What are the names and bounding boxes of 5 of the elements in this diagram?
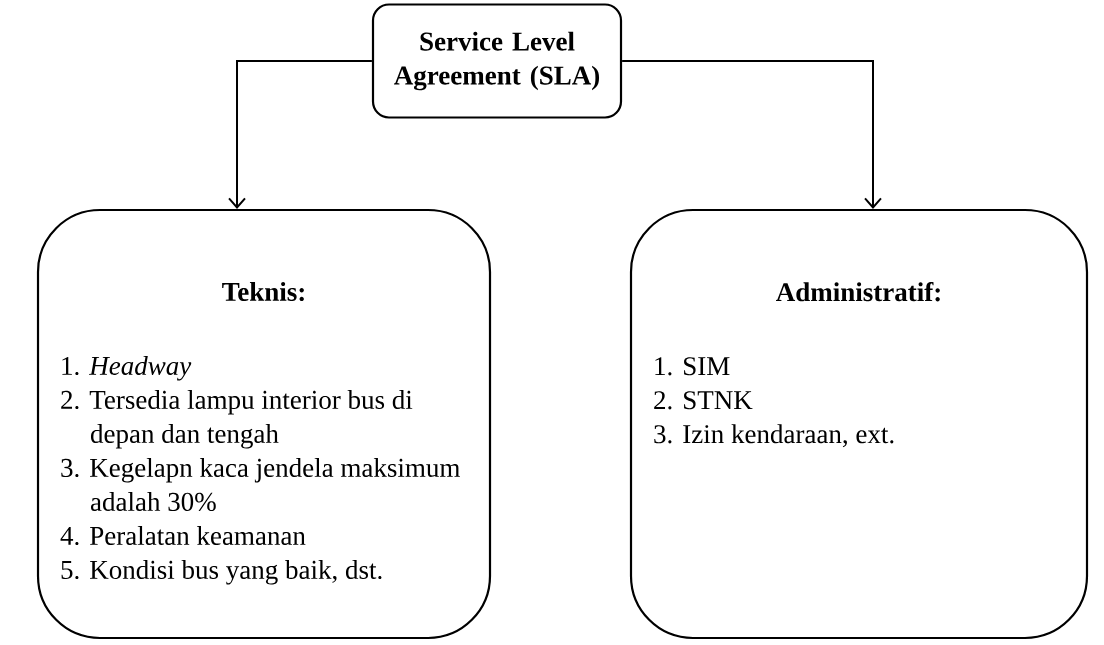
arrow	[228, 60, 373, 209]
title-box: Service Level Agreement (SLA)	[371, 3, 623, 119]
arrow	[621, 60, 882, 209]
category-box: Administratif: 1. SIM 2. STNK 3. Izin kendaraan, ext.	[629, 208, 1089, 640]
category-box: Teknis: 1. Headway 2. Tersedia lampu interior bus di depan dan tengah 3. Kegelapn kaca jendela maksimum adalah 30% 4. Peralatan keamanan 5. Kondisi bus yang baik, dst.	[36, 208, 492, 640]
